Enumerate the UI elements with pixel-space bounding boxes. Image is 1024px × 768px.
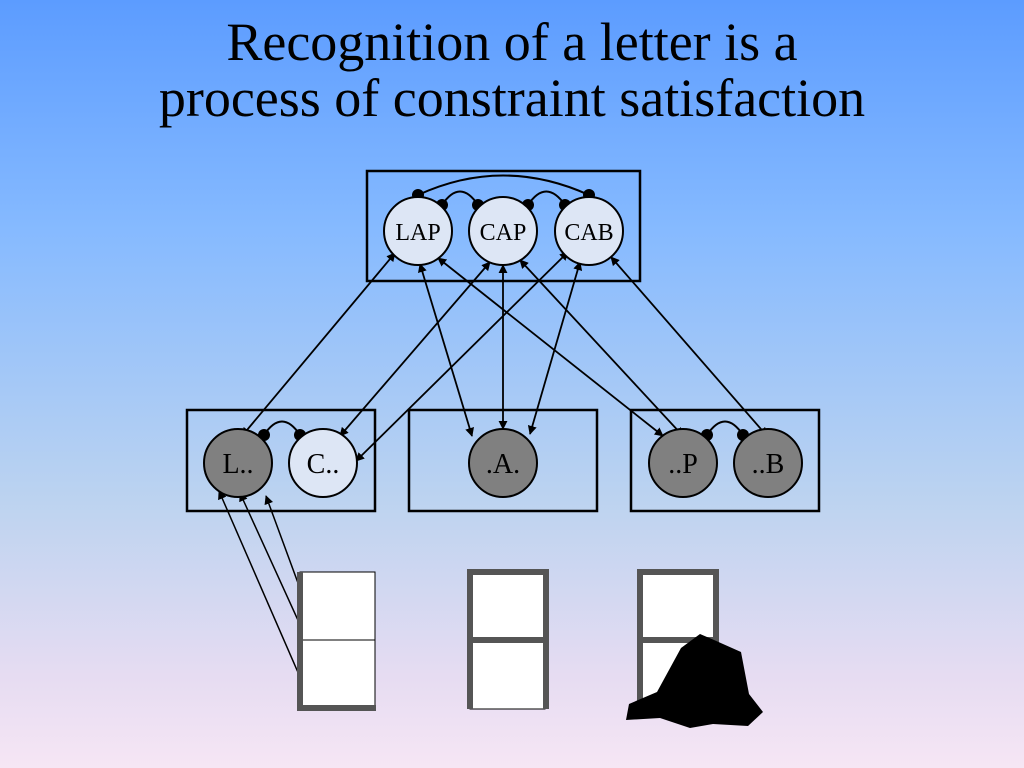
letter-node-label: .A. bbox=[486, 449, 520, 480]
letter-node-l: L.. bbox=[203, 428, 273, 498]
word-node-label: LAP bbox=[395, 220, 440, 246]
word-node-lap: LAP bbox=[383, 196, 453, 266]
title-line-2: process of constraint satisfaction bbox=[158, 68, 866, 128]
link-cab-a bbox=[527, 261, 583, 435]
letter-node-a: .A. bbox=[468, 428, 538, 498]
letter-node-label: C.. bbox=[307, 449, 340, 480]
glyph-a bbox=[467, 569, 549, 710]
title-line-1: Recognition of a letter is a bbox=[226, 12, 798, 72]
word-node-cab: CAB bbox=[554, 196, 624, 266]
glyph-occluded bbox=[626, 569, 763, 728]
occluding-blob bbox=[626, 634, 763, 728]
slide-title: Recognition of a letter is a process of … bbox=[0, 14, 1024, 126]
link-lap-l bbox=[241, 252, 396, 437]
word-node-label: CAB bbox=[564, 220, 613, 246]
letter-node-c: C.. bbox=[288, 428, 358, 498]
word-node-label: CAP bbox=[480, 220, 527, 246]
letter-node-label: ..P bbox=[668, 449, 698, 480]
glyph-l bbox=[297, 571, 376, 711]
excitatory-links bbox=[241, 251, 768, 462]
word-node-cap: CAP bbox=[468, 196, 538, 266]
link-cab-b bbox=[610, 256, 768, 437]
letter-node-label: ..B bbox=[752, 449, 785, 480]
letter-node-label: L.. bbox=[222, 449, 253, 480]
link-cab-c bbox=[355, 251, 569, 462]
letter-node-b: ..B bbox=[733, 428, 803, 498]
letter-node-p: ..P bbox=[648, 428, 718, 498]
